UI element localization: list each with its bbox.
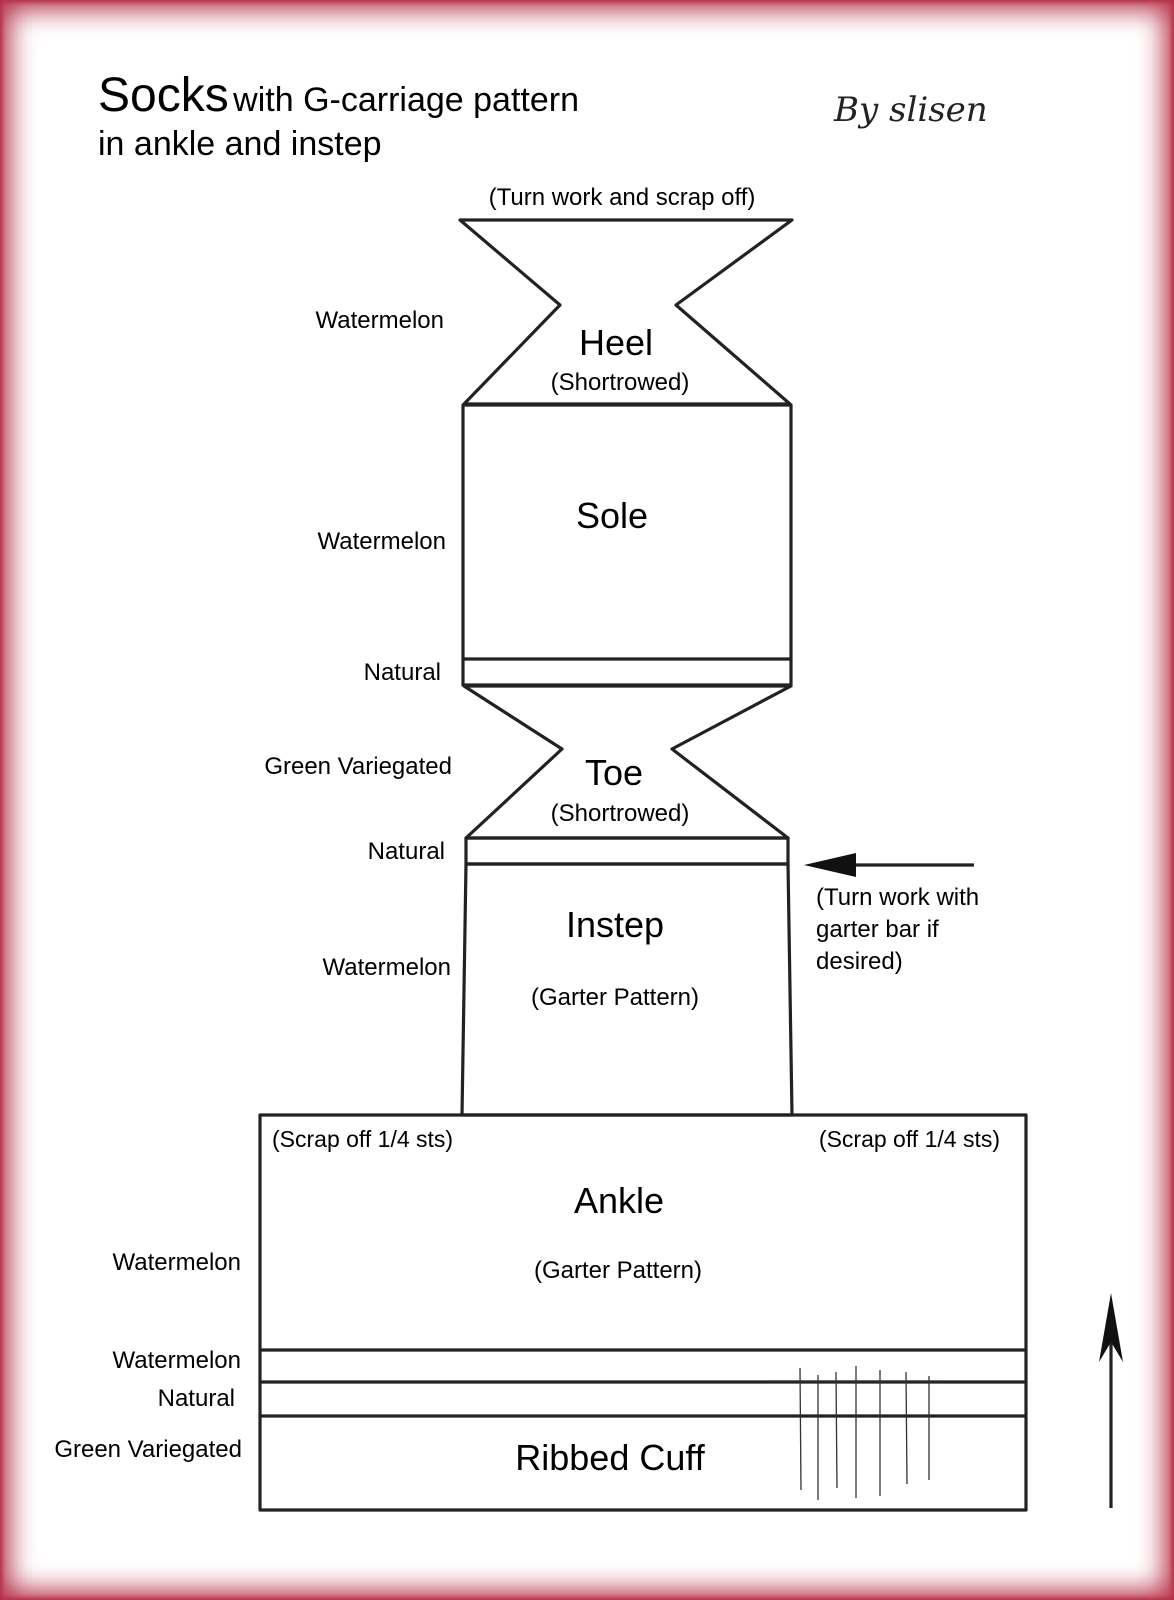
sole-band-color-label: Natural (364, 659, 441, 686)
turn-arrow-head (804, 853, 856, 877)
cuff-color-label: Green Variegated (54, 1436, 242, 1463)
title-word: Socks (98, 69, 229, 122)
instep-sublabel: (Garter Pattern) (531, 984, 699, 1011)
note-scrap-left: (Scrap off 1/4 sts) (272, 1126, 453, 1152)
note-turn-garter-2: garter bar if (816, 916, 939, 943)
sole-color-label: Watermelon (318, 528, 446, 555)
page-title: Socks with G-carriage pattern in ankle a… (98, 68, 579, 164)
note-scrap-right: (Scrap off 1/4 sts) (819, 1126, 1000, 1152)
ankle-color-label: Watermelon (113, 1249, 241, 1276)
sole-label: Sole (576, 495, 648, 536)
toe-label: Toe (585, 752, 643, 793)
instep-label: Instep (566, 904, 664, 945)
ankle-band-1-color-label: Watermelon (113, 1347, 241, 1374)
heel-sublabel: (Shortrowed) (551, 369, 690, 396)
cuff-label: Ribbed Cuff (515, 1437, 705, 1478)
toe-color-label: Green Variegated (264, 753, 452, 780)
instep-color-label: Watermelon (323, 954, 451, 981)
heel-color-label: Watermelon (316, 307, 444, 334)
ribbing-sketch (768, 1366, 942, 1500)
note-turn-garter-3: desired) (816, 948, 903, 975)
ankle-shape (258, 1113, 1028, 1512)
heel-label: Heel (579, 322, 653, 363)
note-turn-scrap: (Turn work and scrap off) (489, 184, 756, 211)
title-line2: in ankle and instep (98, 125, 382, 164)
toe-sublabel: (Shortrowed) (551, 800, 690, 827)
direction-arrow-head (1099, 1293, 1123, 1362)
ankle-label: Ankle (574, 1180, 664, 1221)
note-turn-garter-1: (Turn work with (816, 884, 979, 911)
toe-band-color-label: Natural (368, 838, 445, 865)
author-byline: By slisen (834, 90, 988, 130)
ankle-band-2-color-label: Natural (158, 1385, 235, 1412)
ankle-sublabel: (Garter Pattern) (534, 1257, 702, 1284)
sole-shape (461, 403, 793, 687)
toe-band-shape (464, 836, 790, 866)
title-rest: with G-carriage pattern (233, 81, 579, 119)
